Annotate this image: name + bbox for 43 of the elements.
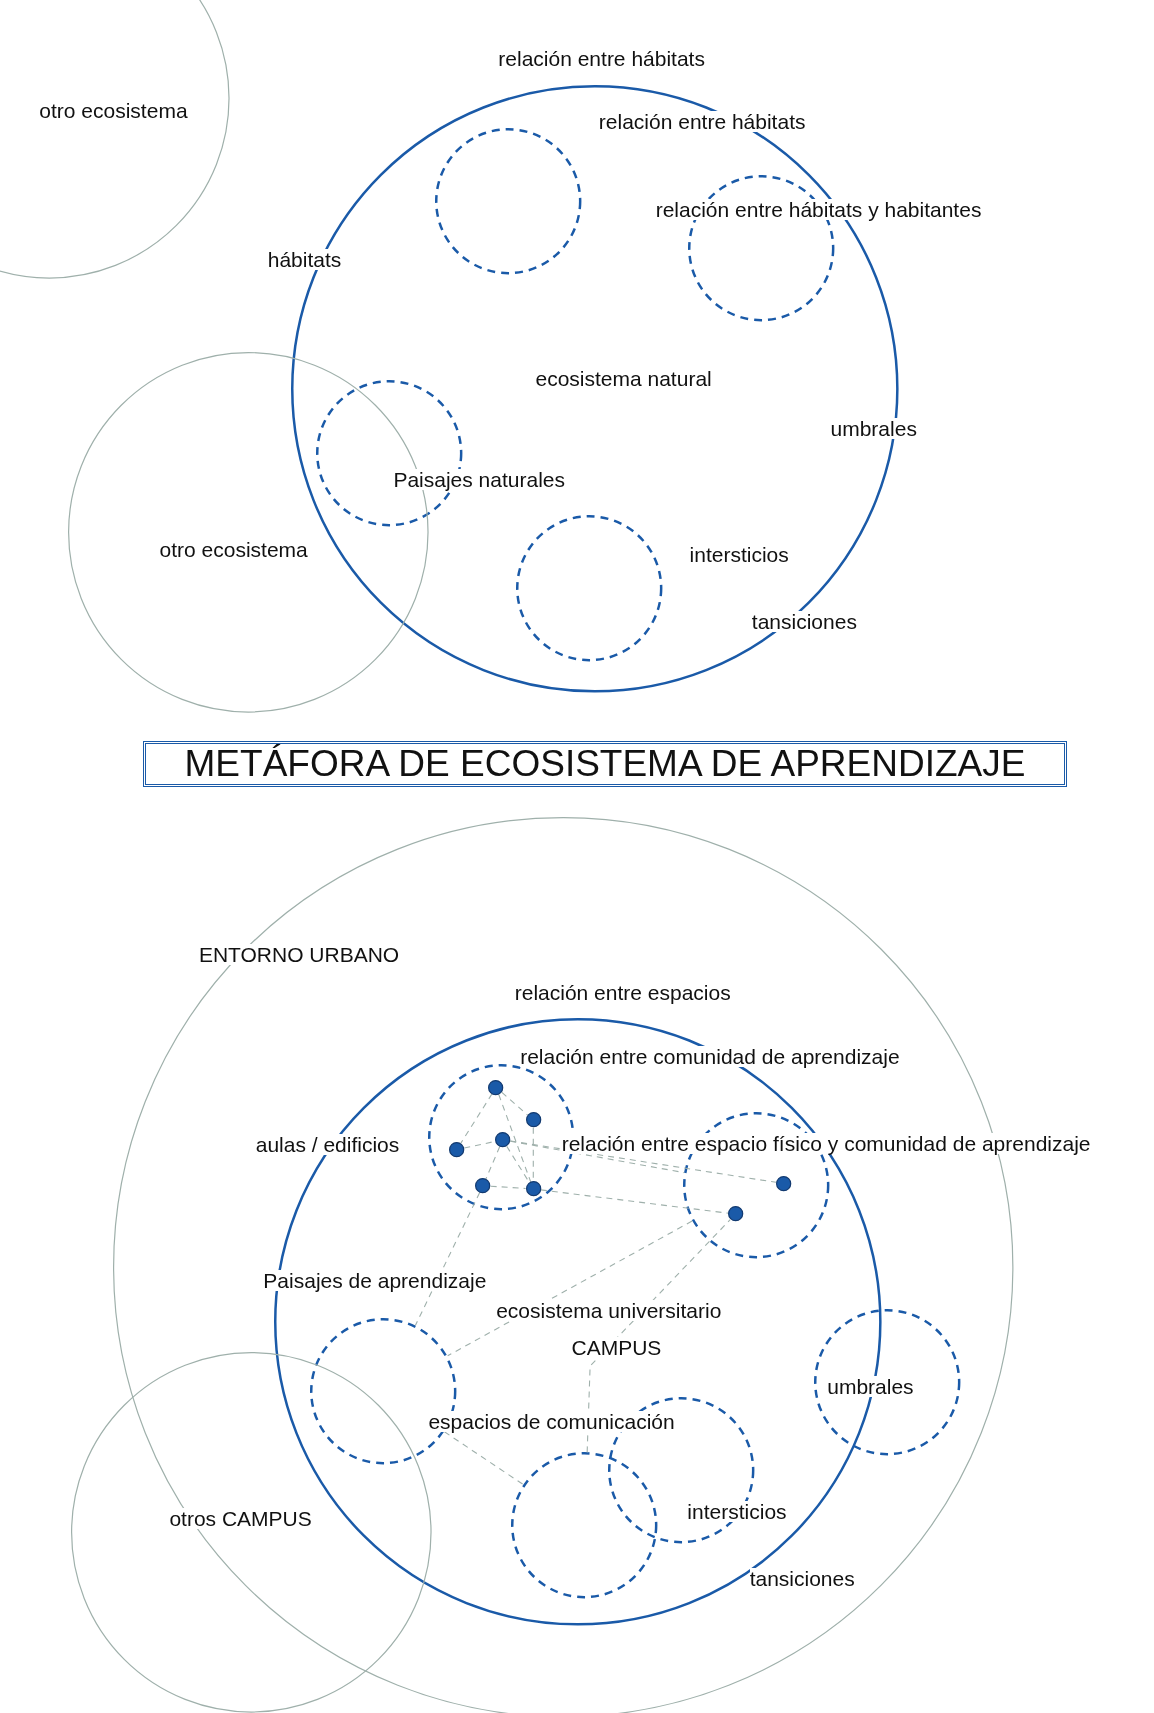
region-label: aulas / edificios bbox=[255, 1134, 400, 1156]
dot-marker bbox=[727, 1206, 744, 1222]
region-label: umbrales bbox=[830, 418, 917, 440]
region-label: Paisajes naturales bbox=[393, 468, 565, 490]
dashed-circle bbox=[515, 514, 663, 662]
dot-marker bbox=[775, 1175, 792, 1192]
dot-marker bbox=[525, 1181, 541, 1197]
region-label: relación entre comunidad de aprendizaje bbox=[520, 1045, 900, 1067]
region-label: relación entre hábitats bbox=[598, 111, 806, 133]
dot-marker bbox=[475, 1178, 491, 1194]
region-label: intersticios bbox=[687, 1501, 787, 1523]
connector-line bbox=[501, 1091, 529, 1116]
dot-marker bbox=[488, 1079, 504, 1095]
region-label: ecosistema universitario bbox=[496, 1300, 722, 1322]
region-label: relación entre espacio físico y comunidad de aprendizaje bbox=[561, 1133, 1091, 1155]
connector-line bbox=[509, 1140, 685, 1174]
connector-line bbox=[485, 1146, 501, 1180]
dashed-circle bbox=[814, 1309, 961, 1456]
diagram-title: METÁFORA DE ECOSISTEMA DE APRENDIZAJE bbox=[143, 741, 1067, 787]
connector-line bbox=[414, 1192, 481, 1326]
connector-line bbox=[460, 1093, 493, 1144]
dot-marker bbox=[449, 1141, 465, 1158]
region-label: umbrales bbox=[827, 1375, 914, 1397]
region-label: relación entre hábitats y habitantes bbox=[655, 198, 982, 220]
connector-line bbox=[540, 1189, 729, 1214]
region-label: otros CAMPUS bbox=[169, 1507, 312, 1529]
dot-marker bbox=[525, 1112, 541, 1128]
region-label: hábitats bbox=[267, 249, 342, 270]
connector-line bbox=[498, 1093, 532, 1183]
region-label: espacios de comunicación bbox=[428, 1410, 675, 1432]
connector-line bbox=[509, 1140, 777, 1183]
region-label: ENTORNO URBANO bbox=[198, 944, 400, 965]
connector-line bbox=[586, 1219, 731, 1453]
dot-marker bbox=[495, 1132, 511, 1148]
region-label: CAMPUS bbox=[571, 1337, 662, 1359]
dashed-circle bbox=[511, 1452, 658, 1599]
region-label: relación entre espacios bbox=[514, 982, 731, 1004]
region-label: tansiciones bbox=[751, 610, 857, 632]
connector-line bbox=[490, 1185, 527, 1189]
connector-line bbox=[443, 1431, 525, 1486]
region-label: Paisajes de aprendizaje bbox=[263, 1269, 487, 1291]
dashed-circle bbox=[434, 127, 582, 275]
region-label: tansiciones bbox=[749, 1568, 855, 1589]
